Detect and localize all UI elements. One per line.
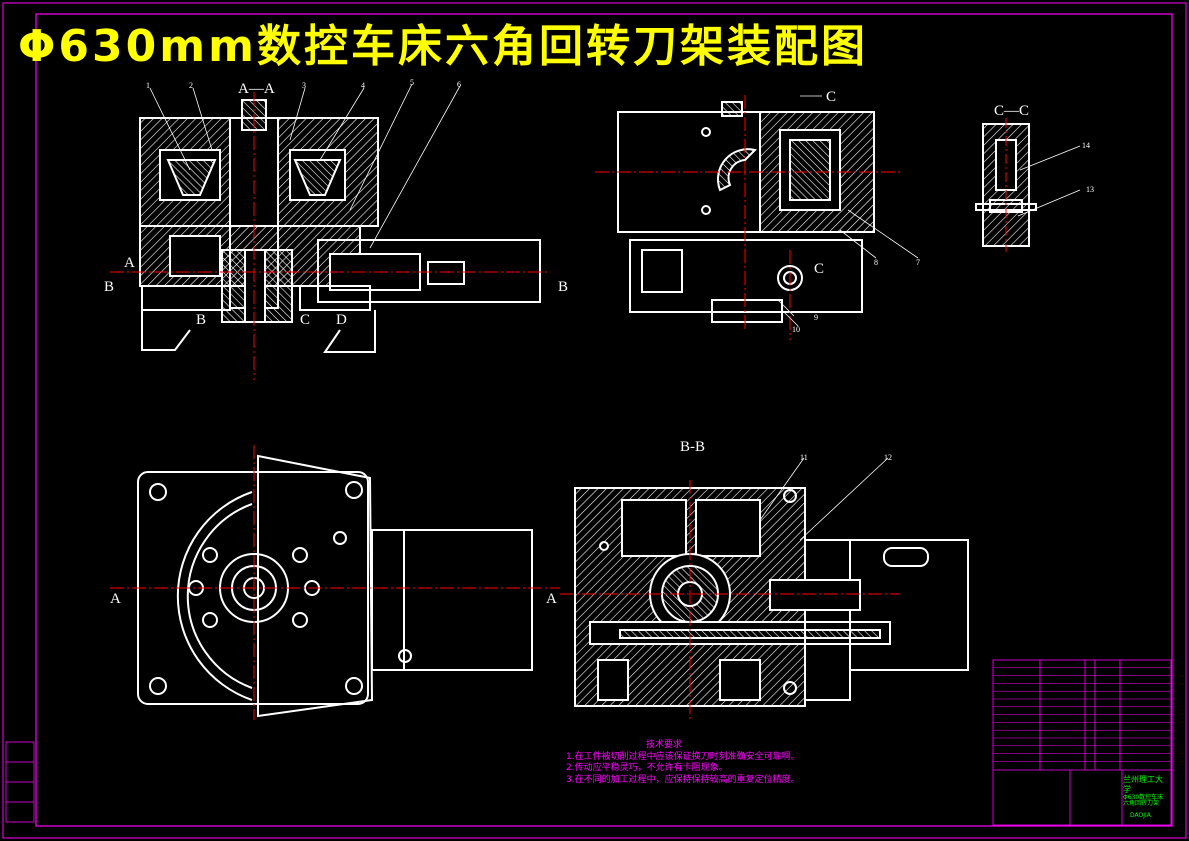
label-aa: A—A	[238, 81, 275, 97]
part-number-8: 8	[874, 258, 878, 267]
margin-table	[5, 741, 35, 823]
technical-requirements: 技术要求 1.在工件被切削过程中应该保证换刀时刻准确安全可靠啊。 2.传动应平稳…	[566, 740, 800, 786]
label-b-bottom: B	[196, 312, 207, 328]
label-bb: B-B	[680, 439, 706, 455]
centerlines-section-bb	[560, 480, 900, 720]
part-number-13: 13	[1086, 185, 1094, 194]
top-view	[137, 454, 533, 718]
leaders-front-view	[777, 95, 919, 327]
part-number-9: 9	[814, 313, 818, 322]
tech-item: 2.传动应平稳灵巧，不允许有卡阻现象。	[566, 763, 728, 773]
part-number-3: 3	[302, 81, 306, 90]
tech-heading: 技术要求	[646, 740, 683, 750]
tech-item: 3.在不同的加工过程中，应保持保持较高的重复定位精度。	[566, 774, 800, 785]
label-arrow-c: C	[826, 89, 837, 105]
centerlines-front-view	[595, 95, 900, 340]
title-block-rows	[993, 667, 1171, 762]
title-block-code: DAOJIA	[1130, 812, 1151, 819]
part-number-2: 2	[189, 81, 193, 90]
label-d-bottom: D	[336, 312, 347, 328]
label-b-left: B	[104, 279, 115, 295]
title-block	[992, 659, 1172, 826]
label-b-right: B	[558, 279, 569, 295]
part-number-5: 5	[410, 78, 414, 87]
label-c-mid: C	[814, 261, 825, 277]
part-number-14: 14	[1082, 141, 1090, 150]
leaders-section-bb	[759, 457, 889, 541]
drawing-title: Φ630mm数控车床六角回转刀架装配图	[18, 21, 868, 72]
label-a-bottom-left: A	[110, 591, 121, 607]
section-view-bb	[574, 487, 969, 707]
leaders-view-aa	[149, 83, 461, 249]
label-a-bottom-right: A	[546, 591, 557, 607]
front-view	[617, 101, 875, 323]
title-block-institution: 兰州理工大学	[1123, 775, 1163, 794]
part-number-10: 10	[792, 325, 800, 334]
tech-item: 1.在工件被切削过程中应该保证换刀时刻准确安全可靠啊。	[566, 751, 800, 762]
part-number-11: 11	[800, 453, 808, 462]
label-cc: C—C	[994, 103, 1030, 119]
leaders-section-cc	[1017, 145, 1081, 217]
part-number-6: 6	[457, 80, 461, 89]
label-c-bottom: C	[300, 312, 311, 328]
title-block-drawing-name: Φ630数控车床六角回转刀架	[1123, 794, 1164, 807]
centerlines-view-aa	[110, 92, 550, 380]
part-number-1: 1	[146, 81, 150, 90]
inner-frame	[35, 13, 1173, 827]
part-number-4: 4	[361, 81, 365, 90]
centerlines-top-view	[110, 445, 560, 720]
label-a-left: A	[124, 255, 135, 271]
part-number-12: 12	[884, 453, 892, 462]
part-number-7: 7	[916, 258, 920, 267]
